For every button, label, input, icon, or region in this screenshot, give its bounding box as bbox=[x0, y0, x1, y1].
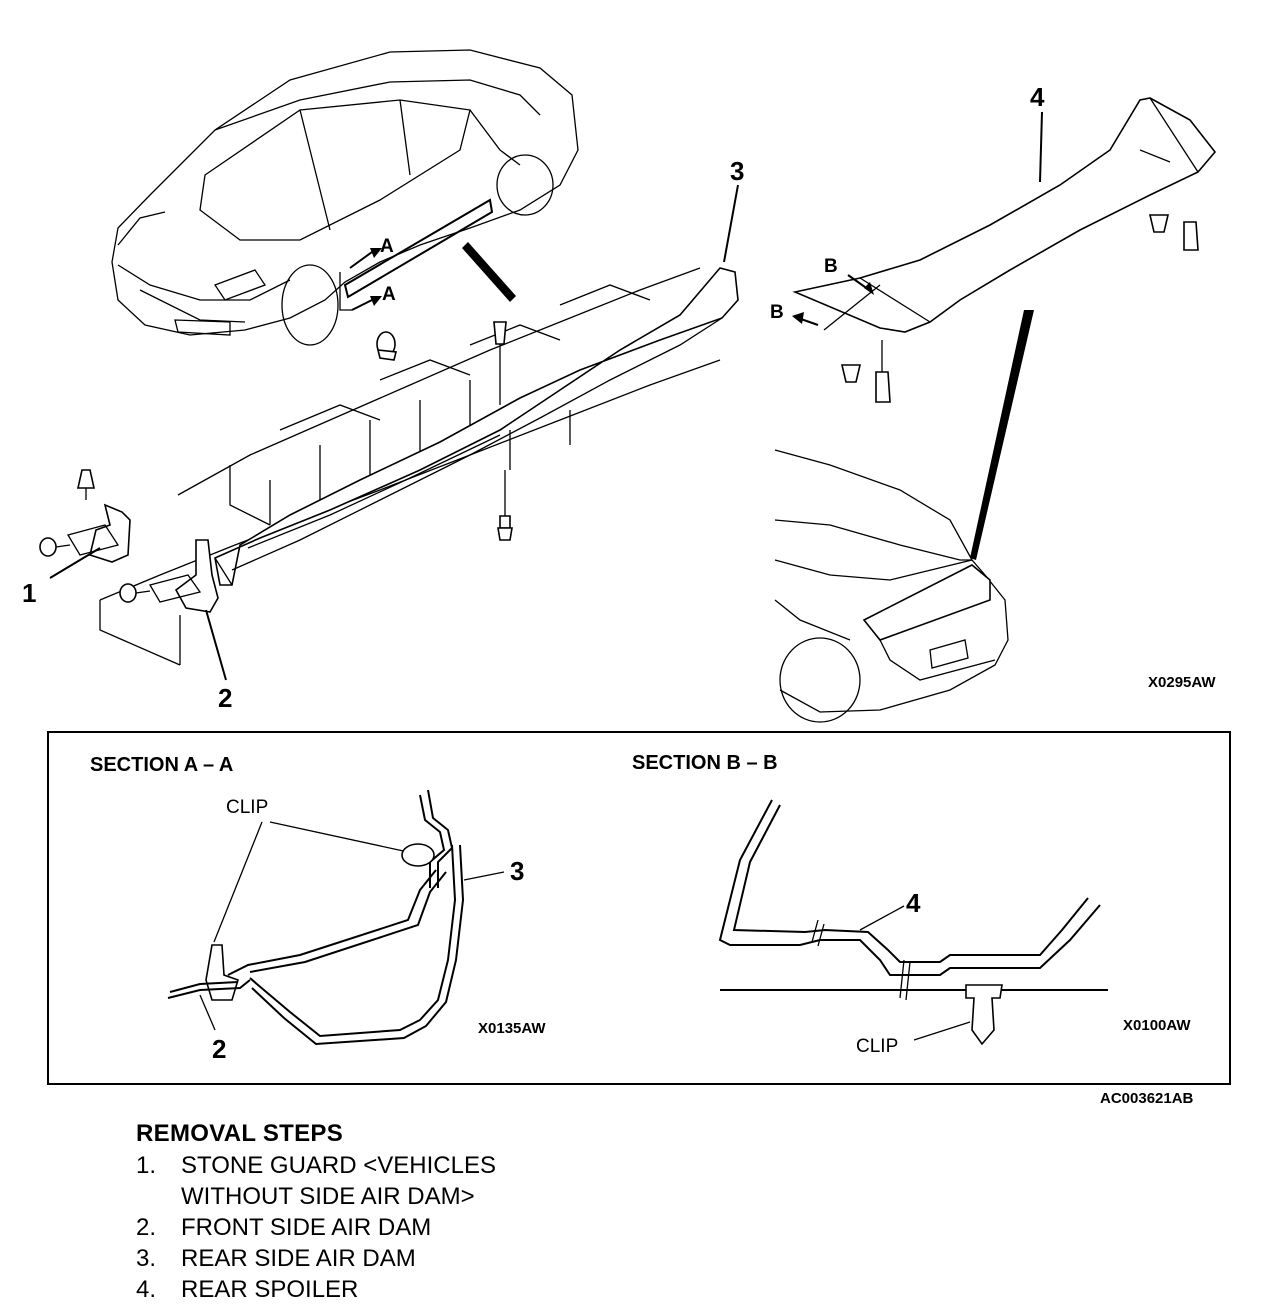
removal-steps: REMOVAL STEPS 1. STONE GUARD <VEHICLES WI… bbox=[136, 1120, 496, 1305]
removal-step: WITHOUT SIDE AIR DAM> bbox=[136, 1181, 496, 1212]
section-detail-box bbox=[47, 731, 1231, 1085]
stone-guard-part bbox=[39, 469, 131, 579]
part-1-label: 1 bbox=[22, 578, 36, 608]
arrow-a-upper-label: A bbox=[380, 236, 394, 257]
figure-code: AC003621AB bbox=[1100, 1090, 1194, 1107]
section-a-arrows: A A bbox=[339, 236, 396, 311]
section-b-detail: SECTION B – B 4 CLIP X0100AW bbox=[632, 752, 1191, 1057]
section-b-part-4-label: 4 bbox=[906, 888, 921, 918]
step-number: 2. bbox=[136, 1214, 157, 1241]
step-text: WITHOUT SIDE AIR DAM> bbox=[181, 1183, 475, 1210]
step-text: REAR SPOILER bbox=[181, 1276, 359, 1303]
front-air-dam-part bbox=[119, 539, 227, 681]
part-3-label: 3 bbox=[730, 156, 744, 186]
step-number: 3. bbox=[136, 1245, 157, 1272]
removal-steps-list: 1. STONE GUARD <VEHICLES WITHOUT SIDE AIR… bbox=[136, 1150, 496, 1305]
side-air-dam-assembly bbox=[99, 267, 739, 666]
car-rear-illustration bbox=[774, 449, 1009, 723]
section-b-title: SECTION B – B bbox=[632, 752, 778, 774]
removal-step: 2. FRONT SIDE AIR DAM bbox=[136, 1212, 496, 1243]
car-front-illustration bbox=[111, 49, 579, 346]
step-text: REAR SIDE AIR DAM bbox=[181, 1245, 416, 1272]
part-3-leader bbox=[723, 184, 739, 263]
step-text: FRONT SIDE AIR DAM bbox=[181, 1214, 432, 1241]
part-2-label: 2 bbox=[218, 683, 232, 713]
step-number: 4. bbox=[136, 1276, 157, 1303]
step-text: STONE GUARD <VEHICLES bbox=[181, 1152, 496, 1179]
part-4-leader bbox=[1039, 111, 1043, 183]
section-b-code: X0100AW bbox=[1123, 1017, 1191, 1034]
section-a-clip-label: CLIP bbox=[226, 797, 268, 818]
section-a-code: X0135AW bbox=[478, 1020, 546, 1037]
main-figure-code: X0295AW bbox=[1148, 674, 1216, 691]
removal-step: 4. REAR SPOILER bbox=[136, 1274, 496, 1305]
arrow-b-lower-label: B bbox=[770, 302, 784, 323]
section-a-detail: SECTION A – A CLIP 3 2 X0135AW bbox=[90, 754, 546, 1064]
arrow-b-upper-label: B bbox=[824, 256, 838, 277]
step-number bbox=[136, 1181, 181, 1212]
section-a-part-3-label: 3 bbox=[510, 856, 524, 886]
removal-step: 3. REAR SIDE AIR DAM bbox=[136, 1243, 496, 1274]
arrow-a-lower-label: A bbox=[382, 284, 396, 305]
leader-wedge bbox=[462, 242, 516, 302]
part-4-label: 4 bbox=[1030, 82, 1045, 112]
section-b-clip-label: CLIP bbox=[856, 1036, 898, 1057]
section-a-title: SECTION A – A bbox=[90, 754, 233, 776]
step-number: 1. bbox=[136, 1152, 157, 1179]
rear-spoiler-part bbox=[792, 97, 1217, 403]
section-b-arrows: B B bbox=[770, 256, 881, 331]
removal-step: 1. STONE GUARD <VEHICLES bbox=[136, 1150, 496, 1181]
spoiler-leader-wedge bbox=[970, 310, 1034, 560]
section-a-part-2-label: 2 bbox=[212, 1034, 226, 1064]
removal-steps-heading: REMOVAL STEPS bbox=[136, 1120, 344, 1147]
